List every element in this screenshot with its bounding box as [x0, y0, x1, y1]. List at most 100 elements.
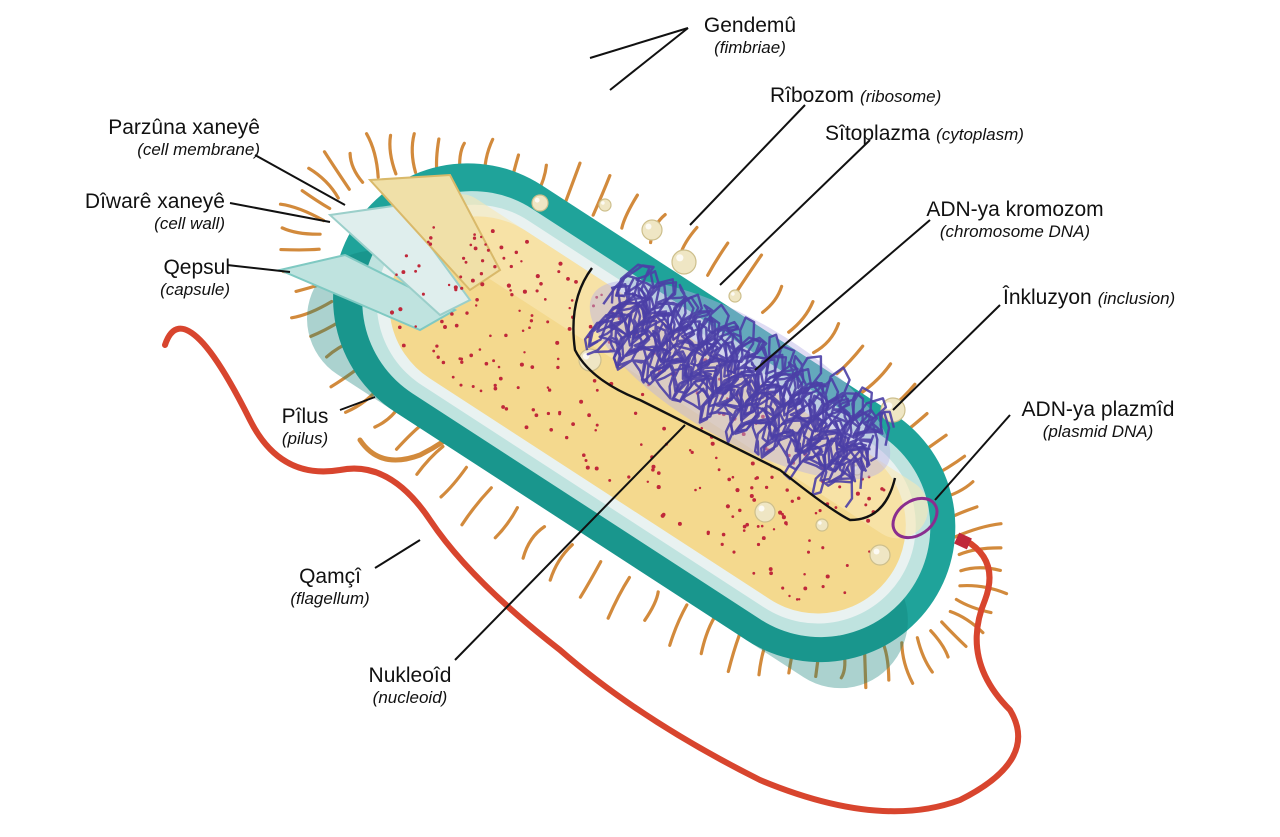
- ribosome: [516, 386, 520, 390]
- ribosome: [480, 259, 485, 263]
- ribosome: [585, 465, 590, 470]
- ribosome: [450, 312, 454, 316]
- ribosome: [732, 550, 736, 554]
- ribosome: [784, 521, 788, 525]
- ribosome: [443, 325, 447, 329]
- ribosome: [727, 477, 732, 482]
- inclusion: [728, 289, 742, 303]
- inclusion-highlight: [645, 223, 652, 230]
- ribosome: [814, 511, 818, 515]
- ribosome: [838, 485, 842, 489]
- ribosome: [656, 471, 661, 475]
- fimbria: [699, 614, 717, 656]
- ribosome: [700, 426, 704, 430]
- label-inclusion-sub: (inclusion): [1097, 289, 1176, 308]
- ribosome: [745, 522, 750, 527]
- ribosome: [568, 306, 571, 310]
- ribosome: [584, 459, 588, 462]
- inclusion-highlight: [534, 197, 540, 203]
- ribosome: [510, 293, 514, 297]
- ribosome: [546, 320, 550, 324]
- label-cytoplasm-sub: (cytoplasm): [936, 125, 1024, 144]
- ribosome: [662, 426, 666, 431]
- ribosome: [484, 361, 489, 366]
- inclusion-highlight: [873, 548, 880, 555]
- ribosome: [432, 349, 436, 353]
- ribosome: [498, 376, 503, 381]
- ribosome: [414, 269, 418, 273]
- ribosome: [518, 309, 521, 313]
- fimbria: [706, 241, 730, 277]
- ribosome: [595, 388, 599, 392]
- ribosome: [504, 407, 509, 411]
- ribosome: [785, 488, 789, 492]
- cutaway-membrane: [367, 173, 502, 292]
- flagellum: [162, 325, 1022, 815]
- label-wall-sub: (cell wall): [154, 214, 225, 234]
- ribosome: [706, 530, 710, 534]
- ribosome: [867, 475, 871, 479]
- ribosome: [530, 314, 534, 317]
- ribosome: [582, 453, 586, 457]
- leader-cytoplasm: [719, 139, 871, 286]
- fimbria: [620, 193, 639, 230]
- ribosome: [530, 365, 535, 369]
- ribosome: [770, 475, 774, 479]
- ribosome: [594, 429, 597, 432]
- label-flagellum-main: Qamçî: [299, 565, 361, 588]
- ribosome: [594, 466, 599, 471]
- ribosome: [493, 383, 497, 388]
- label-flagellum: Qamçî (flagellum): [280, 565, 380, 609]
- ribosome: [558, 412, 562, 416]
- ribosome: [414, 325, 417, 328]
- ribosome: [478, 348, 482, 351]
- ribosome: [803, 586, 808, 591]
- label-nucleoid-sub: (nucleoid): [372, 688, 448, 708]
- ribosome: [397, 325, 402, 330]
- ribosome: [571, 422, 575, 426]
- label-flagellum-sub: (flagellum): [290, 589, 370, 609]
- leader-nucleoid: [454, 424, 686, 661]
- leader-plasmid: [934, 414, 1011, 501]
- ribosome: [579, 399, 584, 404]
- fimbria: [606, 575, 632, 620]
- ribosome: [781, 586, 785, 590]
- ribosome: [720, 542, 724, 547]
- fimbria: [460, 486, 493, 527]
- ribosome: [479, 272, 484, 276]
- ribosome: [754, 477, 758, 480]
- inclusion-highlight: [818, 521, 822, 525]
- fimbria: [415, 444, 445, 476]
- ribosome: [462, 256, 466, 260]
- ribosome: [497, 365, 501, 369]
- leader-pilus: [339, 396, 376, 411]
- fimbria: [307, 166, 340, 200]
- label-chromosome-sub: (chromosome DNA): [939, 222, 1091, 242]
- fimbria: [364, 132, 380, 179]
- ribosome: [756, 524, 760, 528]
- fimbria: [348, 151, 365, 184]
- ribosome: [742, 524, 747, 529]
- ribosome: [781, 515, 786, 520]
- fimbria: [493, 506, 519, 540]
- inclusion: [815, 518, 829, 532]
- label-inclusion: Înkluzyon(inclusion): [1003, 286, 1175, 310]
- ribosome: [843, 591, 847, 595]
- ribosome: [506, 283, 511, 288]
- ribosome: [404, 254, 409, 258]
- ribosome: [677, 521, 682, 526]
- fimbria: [278, 202, 326, 223]
- label-capsule-main: Qepsul: [163, 256, 230, 279]
- ribosome: [429, 236, 433, 240]
- ribosome: [460, 360, 464, 364]
- ribosome: [421, 292, 425, 296]
- fimbria: [578, 560, 603, 599]
- label-wall-main: Dîwarê xaneyê: [84, 190, 225, 213]
- ribosome: [717, 468, 721, 472]
- ribosome: [557, 270, 561, 274]
- ribosome: [867, 496, 871, 501]
- ribosome: [395, 273, 398, 276]
- ribosome: [731, 515, 735, 518]
